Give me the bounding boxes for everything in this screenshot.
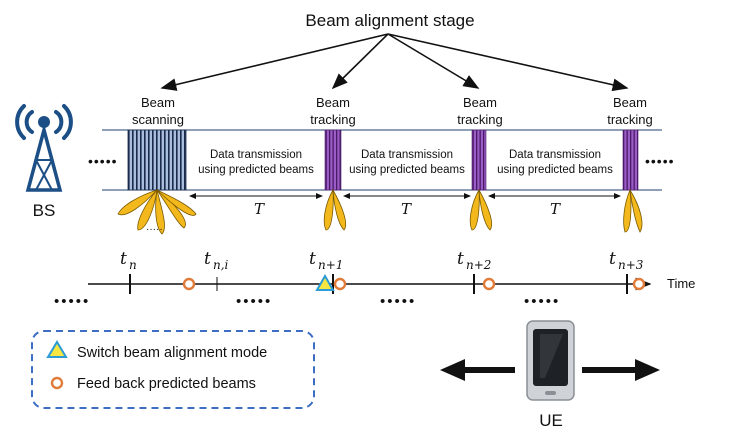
time-label-tn2: t n+2 xyxy=(457,249,491,272)
ue-label: UE xyxy=(539,411,563,430)
axis-ellipsis-2: ••••• xyxy=(236,293,272,310)
svg-text:Beam: Beam xyxy=(141,95,175,110)
tracking-block-1 xyxy=(324,129,342,191)
time-label-tn: t n xyxy=(120,249,137,272)
tracking-block-2 xyxy=(471,129,487,191)
svg-text:using predicted beams: using predicted beams xyxy=(349,164,465,176)
svg-text:Beam: Beam xyxy=(463,95,497,110)
svg-text:tracking: tracking xyxy=(607,112,653,127)
bs-tower-icon xyxy=(15,104,73,192)
svg-text:t: t xyxy=(609,249,616,269)
axis-ellipsis-1: ••••• xyxy=(54,293,90,310)
legend-box xyxy=(31,330,315,409)
period-label-3: T xyxy=(550,200,561,218)
svg-text:n+3: n+3 xyxy=(618,258,644,272)
time-axis-label: Time xyxy=(667,276,695,291)
right-ellipsis: ••••• xyxy=(645,153,675,169)
svg-text:using predicted beams: using predicted beams xyxy=(198,164,314,176)
data-block-3: Data transmission using predicted beams xyxy=(497,149,613,176)
frame-lines xyxy=(102,129,662,191)
svg-text:tracking: tracking xyxy=(457,112,503,127)
tracking-beams-2 xyxy=(469,188,493,231)
svg-text:n+2: n+2 xyxy=(466,258,491,272)
scanning-beams-dots: ····· xyxy=(146,224,163,235)
time-label-tni: t n,i xyxy=(204,249,229,272)
legend-switch-marker xyxy=(46,340,68,358)
svg-text:Data transmission: Data transmission xyxy=(210,149,302,161)
feedback-markers xyxy=(182,277,646,291)
period-label-2: T xyxy=(401,200,412,218)
stage-label-tracking-2: Beam tracking xyxy=(457,95,503,127)
svg-text:n,i: n,i xyxy=(213,258,229,272)
svg-text:t: t xyxy=(457,249,464,269)
switch-mode-marker xyxy=(315,273,335,291)
time-label-tn1: t n+1 xyxy=(309,249,343,272)
tracking-beams-1 xyxy=(323,188,347,231)
stage-label-tracking-3: Beam tracking xyxy=(607,95,653,127)
svg-text:t: t xyxy=(204,249,211,269)
svg-text:scanning: scanning xyxy=(132,112,184,127)
svg-text:t: t xyxy=(309,249,316,269)
svg-text:Data transmission: Data transmission xyxy=(361,149,453,161)
svg-text:using predicted beams: using predicted beams xyxy=(497,164,613,176)
ue-phone-icon xyxy=(526,320,575,401)
data-block-2: Data transmission using predicted beams xyxy=(349,149,465,176)
stage-label-tracking-1: Beam tracking xyxy=(310,95,356,127)
axis-ellipsis-4: ••••• xyxy=(524,293,560,310)
svg-text:Beam: Beam xyxy=(316,95,350,110)
svg-text:n: n xyxy=(129,258,137,272)
left-ellipsis: ••••• xyxy=(88,153,118,169)
time-label-tn3: t n+3 xyxy=(609,249,644,272)
svg-text:t: t xyxy=(120,249,127,269)
tracking-block-3 xyxy=(622,129,639,191)
period-label-1: T xyxy=(254,200,265,218)
legend-feedback-marker xyxy=(50,376,64,390)
svg-text:n+1: n+1 xyxy=(318,258,343,272)
diagram-title: Beam alignment stage xyxy=(305,11,474,30)
svg-text:Data transmission: Data transmission xyxy=(509,149,601,161)
data-block-1: Data transmission using predicted beams xyxy=(198,149,314,176)
legend-switch-label: Switch beam alignment mode xyxy=(77,345,267,361)
svg-text:Beam: Beam xyxy=(613,95,647,110)
scanning-block xyxy=(127,129,187,191)
title-arrows xyxy=(160,33,629,92)
svg-text:tracking: tracking xyxy=(310,112,356,127)
bs-label: BS xyxy=(33,201,56,220)
ue-movement-arrows xyxy=(440,359,660,381)
axis-ellipsis-3: ••••• xyxy=(380,293,416,310)
stage-label-scanning: Beam scanning xyxy=(132,95,184,127)
tracking-beams-3 xyxy=(623,188,643,233)
legend-feedback-label: Feed back predicted beams xyxy=(77,376,256,392)
scanning-beams xyxy=(117,188,197,235)
